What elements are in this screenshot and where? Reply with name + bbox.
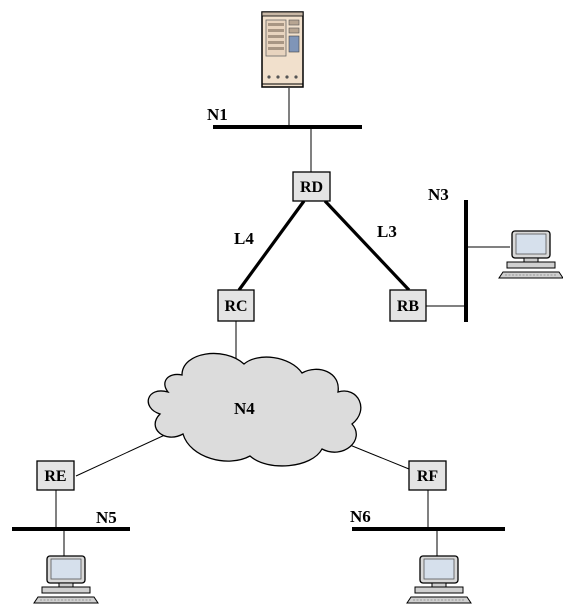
workstation-icon [498, 230, 563, 279]
network-label-n6: N6 [350, 507, 371, 526]
router-label-rd: RD [300, 179, 323, 196]
router-rb: RB [389, 289, 427, 322]
server-icon [261, 11, 304, 88]
router-rd: RD [292, 171, 331, 202]
link-label-l3: L3 [377, 222, 397, 241]
network-label-n5: N5 [96, 508, 117, 527]
workstation-icon [406, 555, 472, 604]
link-label-l4: L4 [234, 229, 254, 248]
network-label-n4: N4 [234, 399, 255, 418]
router-label-rf: RF [417, 468, 439, 485]
link-cloud-re [75, 433, 168, 477]
router-label-rc: RC [224, 298, 247, 315]
network-label-n1: N1 [207, 105, 228, 124]
workstation-icon [33, 555, 99, 604]
router-label-re: RE [44, 468, 66, 485]
link-l3 [323, 199, 411, 292]
network-label-n3: N3 [428, 185, 449, 204]
router-rf: RF [408, 460, 447, 491]
router-label-rb: RB [397, 298, 420, 315]
router-re: RE [36, 460, 75, 491]
link-l4 [237, 200, 306, 291]
cloud-icon [147, 352, 362, 467]
router-rc: RC [217, 289, 255, 322]
